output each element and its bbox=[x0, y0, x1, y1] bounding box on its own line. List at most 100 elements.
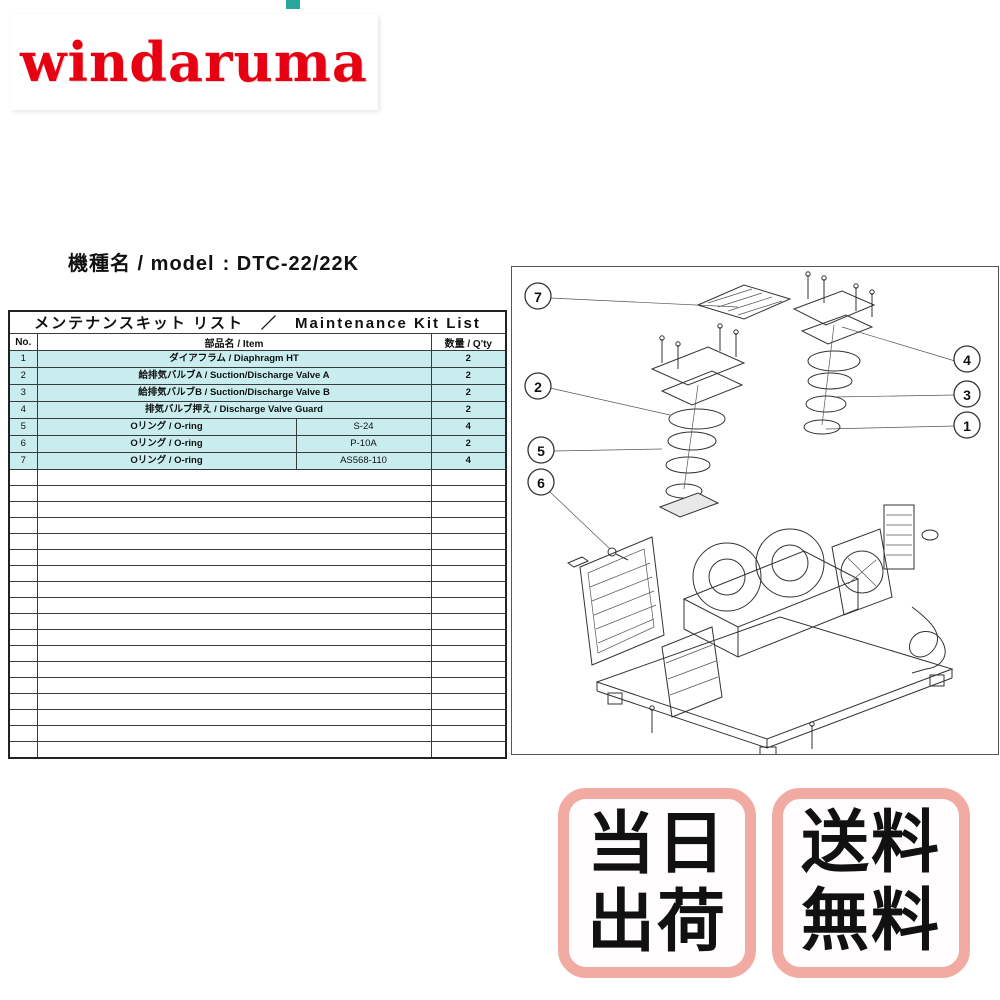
callout-1: 1 bbox=[953, 411, 981, 439]
table-row-empty bbox=[8, 725, 507, 742]
badge-line: 出荷 bbox=[586, 882, 727, 962]
row-qty bbox=[430, 517, 507, 534]
svg-text:2: 2 bbox=[534, 379, 542, 395]
bottom-screws bbox=[649, 705, 815, 749]
base-plate bbox=[595, 616, 954, 754]
badge-same-day-shipping: 当日 出荷 bbox=[558, 788, 756, 978]
exploded-parts-diagram: 7 2 5 6 4 3 1 bbox=[511, 266, 999, 755]
model-label: 機種名 / model bbox=[68, 253, 215, 275]
right-head-assembly bbox=[792, 290, 876, 435]
row-no: 1 bbox=[8, 350, 38, 368]
table-row-empty bbox=[8, 629, 507, 646]
callout-2: 2 bbox=[524, 372, 552, 400]
table-row-empty bbox=[8, 581, 507, 598]
row-no bbox=[8, 485, 38, 502]
table-row-empty bbox=[8, 693, 507, 710]
table-row-empty bbox=[8, 613, 507, 630]
table-row-empty bbox=[8, 565, 507, 582]
row-item bbox=[36, 597, 432, 614]
svg-text:3: 3 bbox=[963, 387, 971, 403]
row-no bbox=[8, 725, 38, 742]
fan-unit bbox=[831, 528, 893, 616]
row-qty: 2 bbox=[430, 350, 507, 368]
row-qty bbox=[430, 597, 507, 614]
row-qty: 2 bbox=[430, 401, 507, 419]
row-qty: 4 bbox=[430, 452, 507, 470]
row-no bbox=[8, 693, 38, 710]
row-item: Oリング / O-ring bbox=[36, 418, 297, 436]
row-qty: 2 bbox=[430, 384, 507, 402]
power-cord bbox=[908, 606, 946, 674]
row-item: 給排気バルブB / Suction/Discharge Valve B bbox=[36, 384, 432, 402]
table-row-empty bbox=[8, 533, 507, 550]
row-item bbox=[36, 581, 432, 598]
row-item: Oリング / O-ring bbox=[36, 435, 297, 453]
badge-line: 送料 bbox=[800, 803, 941, 883]
table-row-empty bbox=[8, 741, 507, 758]
row-qty: 4 bbox=[430, 418, 507, 436]
table-row-empty bbox=[8, 469, 507, 486]
row-qty bbox=[430, 645, 507, 662]
pump-body bbox=[682, 528, 860, 658]
col-header-qty: 数量 / Q'ty bbox=[430, 333, 507, 351]
row-part: S-24 bbox=[295, 418, 432, 436]
row-item: ダイアフラム / Diaphragm HT bbox=[36, 350, 432, 368]
row-item bbox=[36, 645, 432, 662]
row-item bbox=[36, 501, 432, 518]
top-cover-plate bbox=[696, 284, 792, 320]
row-no bbox=[8, 709, 38, 726]
radiator-grille bbox=[883, 504, 939, 570]
row-no bbox=[8, 533, 38, 550]
left-grille-panel bbox=[579, 536, 665, 666]
callout-6: 6 bbox=[527, 468, 555, 496]
badge-line: 当日 bbox=[586, 803, 727, 884]
row-no: 5 bbox=[8, 418, 38, 436]
table-header-row: No. 部品名 / Item 数量 / Q'ty bbox=[8, 333, 507, 351]
col-header-item: 部品名 / Item bbox=[36, 333, 432, 351]
row-item bbox=[36, 629, 432, 646]
row-part: P-10A bbox=[295, 435, 432, 453]
row-no: 2 bbox=[8, 367, 38, 385]
callout-7: 7 bbox=[524, 282, 552, 310]
teal-artifact bbox=[286, 0, 300, 9]
row-qty bbox=[430, 533, 507, 550]
row-no bbox=[8, 501, 38, 518]
svg-text:6: 6 bbox=[537, 475, 545, 491]
row-item bbox=[36, 613, 432, 630]
row-no: 4 bbox=[8, 401, 38, 419]
row-no bbox=[8, 517, 38, 534]
row-qty bbox=[430, 693, 507, 710]
table-row-empty bbox=[8, 517, 507, 534]
row-part: AS568-110 bbox=[295, 452, 432, 470]
row-item bbox=[36, 565, 432, 582]
left-head-assembly bbox=[650, 346, 746, 499]
row-item bbox=[36, 485, 432, 502]
svg-text:1: 1 bbox=[963, 418, 971, 434]
row-no: 6 bbox=[8, 435, 38, 453]
badge-free-shipping: 送料 無料 bbox=[772, 788, 970, 978]
row-qty bbox=[430, 613, 507, 630]
model-value: : DTC-22/22K bbox=[222, 253, 360, 275]
row-no: 7 bbox=[8, 452, 38, 470]
table-row-empty bbox=[8, 677, 507, 694]
row-no bbox=[8, 581, 38, 598]
row-item bbox=[36, 709, 432, 726]
row-item: Oリング / O-ring bbox=[36, 452, 297, 470]
svg-text:4: 4 bbox=[963, 352, 971, 368]
row-no bbox=[8, 645, 38, 662]
row-qty bbox=[430, 629, 507, 646]
table-row-empty bbox=[8, 549, 507, 566]
row-no bbox=[8, 613, 38, 630]
manifold-part bbox=[658, 492, 720, 518]
row-qty bbox=[430, 581, 507, 598]
model-line: 機種名 / model : DTC-22/22K bbox=[68, 247, 359, 276]
table-title: メンテナンスキット リスト ／ Maintenance Kit List bbox=[8, 310, 507, 334]
row-qty bbox=[430, 485, 507, 502]
table-row-empty bbox=[8, 485, 507, 502]
motor-block bbox=[661, 626, 723, 718]
col-header-no: No. bbox=[8, 333, 38, 351]
row-no bbox=[8, 549, 38, 566]
